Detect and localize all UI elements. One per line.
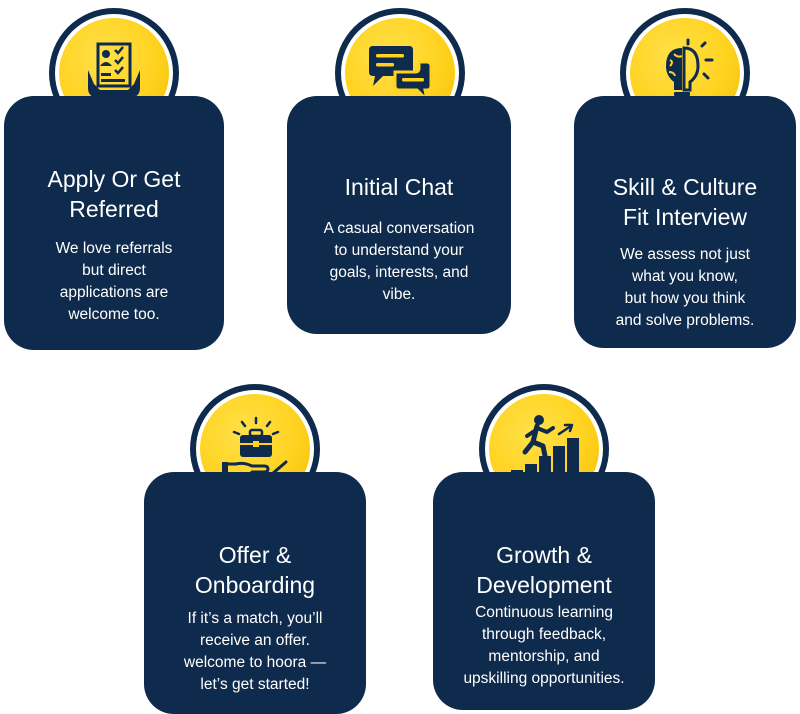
description-line: but direct (82, 262, 146, 279)
step-title: Apply Or Get Referred (4, 164, 224, 224)
description-line: We love referrals (55, 240, 173, 257)
title-line: Development (476, 572, 612, 598)
briefcase-hand-icon (222, 416, 288, 480)
title-line: Skill & Culture (612, 174, 758, 200)
description-line: If it’s a match, you’ll (187, 610, 323, 627)
step-description: If it’s a match, you’ll receive an offer… (144, 608, 366, 696)
step-description: We assess not just what you know, but ho… (574, 244, 796, 332)
description-line: A casual conversation (323, 220, 475, 237)
step-title: Offer & Onboarding (144, 540, 366, 600)
chat-bubbles-icon (369, 46, 433, 105)
step-description: We love referrals but direct application… (4, 238, 224, 326)
title-line: Offer & (218, 542, 292, 568)
description-line: upskilling opportunities. (463, 670, 625, 687)
description-line: welcome to hoora — (183, 654, 327, 671)
description-line: goals, interests, and (329, 264, 469, 281)
title-line: Fit Interview (623, 204, 747, 230)
card-body: Apply Or Get Referred We love referrals … (4, 96, 224, 350)
title-line: Apply Or Get (47, 166, 181, 192)
description-line: what you know, (632, 268, 738, 285)
step-title: Initial Chat (287, 172, 511, 202)
description-line: Continuous learning (475, 604, 613, 621)
description-line: and solve problems. (615, 312, 755, 329)
card-body: Growth & Development Continuous learning… (433, 472, 655, 710)
icon-badge (49, 8, 179, 138)
step-description: Continuous learning through feedback, me… (433, 602, 655, 690)
card-body: Initial Chat A casual conversation to un… (287, 96, 511, 334)
description-line: but how you think (624, 290, 746, 307)
card-body: Skill & Culture Fit Interview We assess … (574, 96, 796, 348)
description-line: to understand your (334, 242, 464, 259)
step-title: Growth & Development (433, 540, 655, 600)
description-line: welcome too. (68, 306, 160, 323)
description-line: mentorship, and (488, 648, 600, 665)
step-title: Skill & Culture Fit Interview (574, 172, 796, 232)
card-body: Offer & Onboarding If it’s a match, you’… (144, 472, 366, 714)
title-line: Referred (69, 196, 159, 222)
description-line: receive an offer. (199, 632, 310, 649)
description-line: applications are (59, 284, 169, 301)
title-line: Onboarding (194, 572, 316, 598)
description-line: We assess not just (620, 246, 750, 263)
description-line: through feedback, (481, 626, 607, 643)
title-line: Initial Chat (344, 174, 454, 200)
resume-checklist-icon (88, 42, 140, 100)
description-line: vibe. (382, 286, 416, 303)
step-description: A casual conversation to understand your… (287, 218, 511, 306)
title-line: Growth & (496, 542, 592, 568)
description-line: let’s get started! (200, 676, 310, 693)
